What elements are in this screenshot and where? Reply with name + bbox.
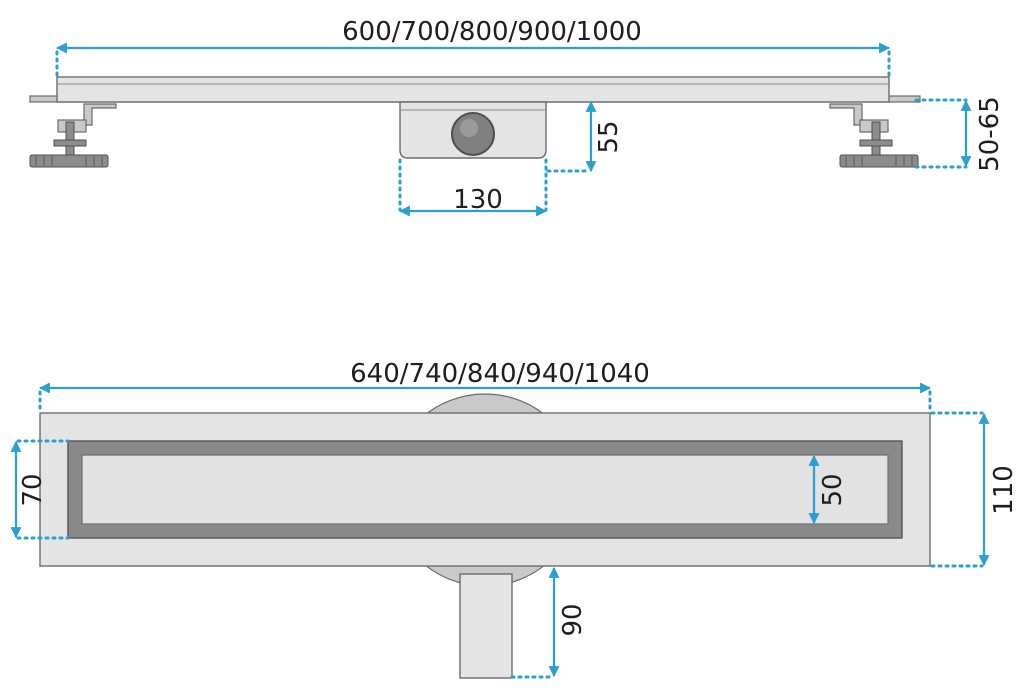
side-outlet-width-label: 130: [453, 185, 503, 215]
right-leg-foot: [839, 154, 919, 168]
top-frame-width-label: 70: [18, 473, 48, 506]
top-grate-width-dimension: 50: [808, 454, 848, 525]
right-leg-bracket: [829, 103, 863, 126]
side-leg-height-label: 50-65: [975, 96, 1005, 172]
top-outlet-length-dimension: 90: [510, 566, 588, 679]
left-leg-nut: [53, 139, 87, 147]
right-leg-nut: [859, 139, 893, 147]
top-outlet-pipe: [459, 573, 513, 679]
top-grate-width-label: 50: [818, 473, 848, 506]
top-frame-width-dimension: 70: [10, 439, 70, 540]
left-leg-bracket: [83, 103, 117, 126]
left-leg: [29, 103, 117, 168]
left-leg-foot: [29, 154, 109, 168]
top-grate-insert: [81, 454, 889, 525]
side-length-dimension: 600/700/800/900/1000: [55, 17, 891, 80]
top-width-dimension: 110: [930, 411, 1019, 568]
top-length-dimension: 640/740/840/940/1040: [38, 359, 932, 414]
top-view: 640/740/840/940/1040 110 70 50 90: [10, 359, 1019, 679]
side-outlet-width-dimension: 130: [398, 158, 548, 217]
side-view: 600/700/800/900/1000 130 55 50-65: [29, 17, 1005, 217]
top-outlet-length-label: 90: [558, 603, 588, 636]
side-outlet-hole-highlight: [460, 119, 478, 137]
side-leg-height-dimension: 50-65: [914, 96, 1005, 172]
side-outlet-height-label: 55: [594, 120, 624, 153]
side-outlet-height-dimension: 55: [546, 100, 624, 173]
top-length-label: 640/740/840/940/1040: [350, 359, 650, 389]
side-channel-body: [56, 76, 890, 103]
top-width-label: 110: [989, 465, 1019, 515]
right-leg: [829, 103, 919, 168]
side-length-label: 600/700/800/900/1000: [342, 17, 642, 47]
